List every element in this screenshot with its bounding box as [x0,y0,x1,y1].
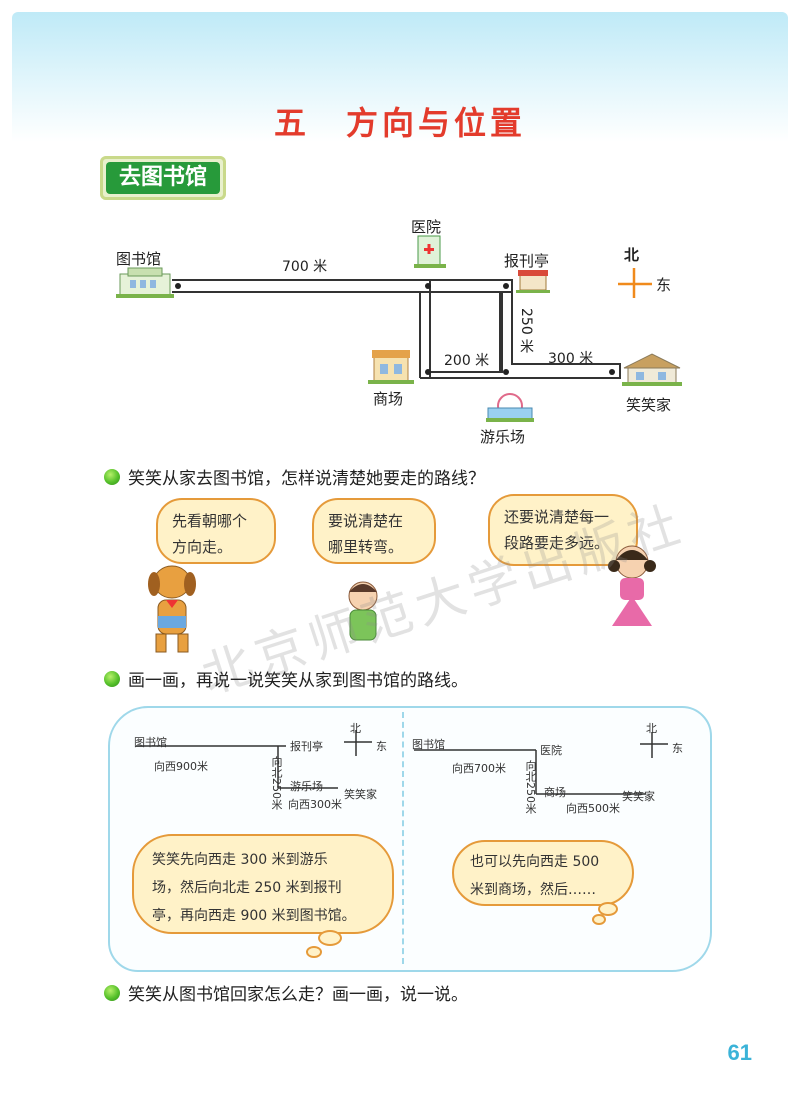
right-cloud-line-2: 米到商场，然后…… [470,882,596,898]
right-sketch-north: 北 [646,722,657,735]
question-3: 笑笑从图书馆回家怎么走？画一画，说一说。 [104,980,468,1005]
header-band [12,12,788,142]
left-cloud-line-1: 笑笑先向西走 300 米到游乐 [152,852,328,868]
boy-speech-bubble: 要说清楚在 哪里转弯。 [312,498,436,564]
question-3-text: 笑笑从图书馆回家怎么走？画一画，说一说。 [128,985,468,1005]
question-2-text: 画一画，再说一说笑笑从家到图书馆的路线。 [128,671,468,691]
sketch-panel-divider [402,712,404,964]
left-cloud-line-3: 亭，再向西走 900 米到图书馆。 [152,908,356,924]
girl-speech-line-2: 段路要走多远。 [504,534,610,552]
route-map-lines [116,235,682,422]
compass-north: 北 [624,246,640,264]
boy-speech-line-1: 要说清楚在 [328,512,404,530]
dog-speech-line-2: 方向走。 [172,538,233,556]
cloud-puff [306,946,322,958]
newsstand-icon [516,270,550,293]
left-answer-cloud: 笑笑先向西走 300 米到游乐 场，然后向北走 250 米到报刊 亭，再向西走 … [132,834,394,934]
right-sketch-mall: 商场 [544,786,566,799]
boy-speech-line-2: 哪里转弯。 [328,538,404,556]
map-label-amusement-park: 游乐场 [480,428,526,446]
left-cloud-line-2: 场，然后向北走 250 米到报刊 [152,880,342,896]
dog-speech-line-1: 先看朝哪个 [172,512,248,530]
dog-character-icon [148,565,196,653]
right-sketch-west700: 向西700米 [452,762,506,775]
green-bullet-icon [104,468,120,485]
mall-building-icon [368,350,414,384]
left-sketch-lines [136,730,372,789]
home-building-icon [622,353,682,386]
map-label-newsstand: 报刊亭 [504,252,550,270]
section-badge-label: 去图书馆 [106,162,220,194]
distance-250: 250 米 [518,308,534,354]
map-label-home: 笑笑家 [626,396,672,414]
right-sketch-library: 图书馆 [412,738,445,751]
right-answer-cloud: 也可以先向西走 500 米到商场，然后…… [452,840,634,906]
map-label-hospital: 医院 [411,218,442,236]
distance-700: 700 米 [282,259,328,275]
cloud-puff [592,914,606,925]
chapter-title: 五 方向与位置 [273,104,526,142]
right-sketch-lines [414,732,668,795]
left-sketch-library: 图书馆 [134,736,167,749]
right-sketch-hospital: 医院 [540,744,562,757]
left-sketch-home: 笑笑家 [344,788,377,801]
left-sketch-newsstand: 报刊亭 [290,740,323,753]
cloud-puff [318,930,342,946]
route-map: 图书馆 医院 报刊亭 商场 游乐场 笑笑家 700 米 200 米 250 米 … [0,200,800,455]
cloud-puff [598,902,618,916]
left-sketch-north: 北 [350,722,361,735]
question-2: 画一画，再说一说笑笑从家到图书馆的路线。 [104,666,468,691]
girl-character-icon [608,545,656,626]
right-sketch-north250: 向北250米 [524,760,537,814]
left-sketch-north250: 向北250米 [270,756,283,810]
section-badge: 去图书馆 [100,156,226,200]
question-1-text: 笑笑从家去图书馆，怎样说清楚她要走的路线？ [128,469,485,489]
right-sketch-east: 东 [672,742,683,755]
hospital-building-icon [414,235,446,268]
dog-speech-bubble: 先看朝哪个 方向走。 [156,498,276,564]
left-sketch-west300: 向西300米 [288,798,342,811]
green-bullet-icon [104,984,120,1001]
map-label-library: 图书馆 [116,250,162,268]
left-sketch-park: 游乐场 [290,780,323,793]
girl-speech-bubble: 还要说清楚每一 段路要走多远。 [488,494,638,566]
map-label-mall: 商场 [373,390,404,408]
right-sketch-west500: 向西500米 [566,802,620,815]
amusement-park-icon [486,393,534,422]
distance-200: 200 米 [444,353,490,369]
left-sketch-west900: 向西900米 [154,760,208,773]
question-1: 笑笑从家去图书馆，怎样说清楚她要走的路线？ [104,464,485,489]
page-number: 61 [727,1040,752,1065]
green-bullet-icon [104,670,120,687]
distance-300: 300 米 [548,351,594,367]
library-building-icon [116,267,174,298]
compass-east: 东 [656,276,672,294]
right-sketch-home: 笑笑家 [622,790,655,803]
left-sketch-east: 东 [376,740,387,753]
right-cloud-line-1: 也可以先向西走 500 [470,854,600,870]
boy-character-icon [348,581,378,641]
girl-speech-line-1: 还要说清楚每一 [504,508,610,526]
